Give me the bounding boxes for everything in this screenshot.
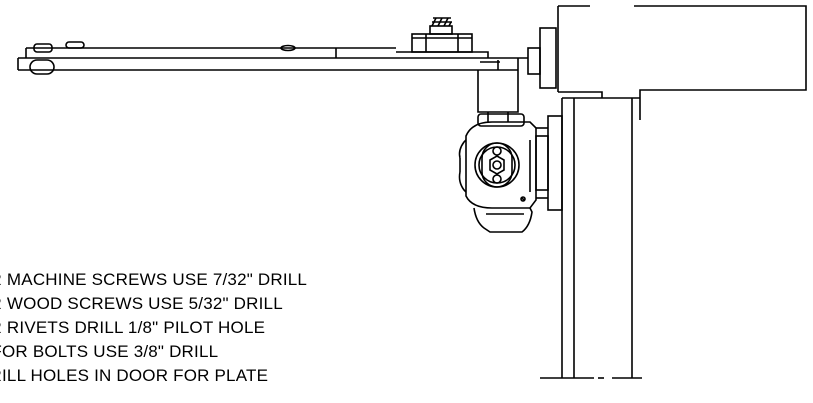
arm-assembly <box>17 41 528 75</box>
note-rivets: FOR RIVETS DRILL 1/8" PILOT HOLE <box>0 318 266 337</box>
door-closer-body-outline <box>458 113 537 233</box>
note-bolts: FOR BOLTS USE 3/8" DRILL <box>0 342 219 361</box>
note-wood-screws: FOR WOOD SCREWS USE 5/32" DRILL <box>0 294 283 313</box>
adjusting-nut <box>411 17 473 53</box>
header-block <box>557 5 807 120</box>
installation-notes: FOR MACHINE SCREWS USE 7/32" DRILL FOR W… <box>0 266 560 403</box>
hinge-pin-barrel <box>535 115 563 211</box>
note-drill-holes: DRILL HOLES IN DOOR FOR PLATE <box>0 366 269 385</box>
note-machine-screws: FOR MACHINE SCREWS USE 7/32" DRILL <box>0 270 308 289</box>
shoe-plate <box>527 27 557 89</box>
